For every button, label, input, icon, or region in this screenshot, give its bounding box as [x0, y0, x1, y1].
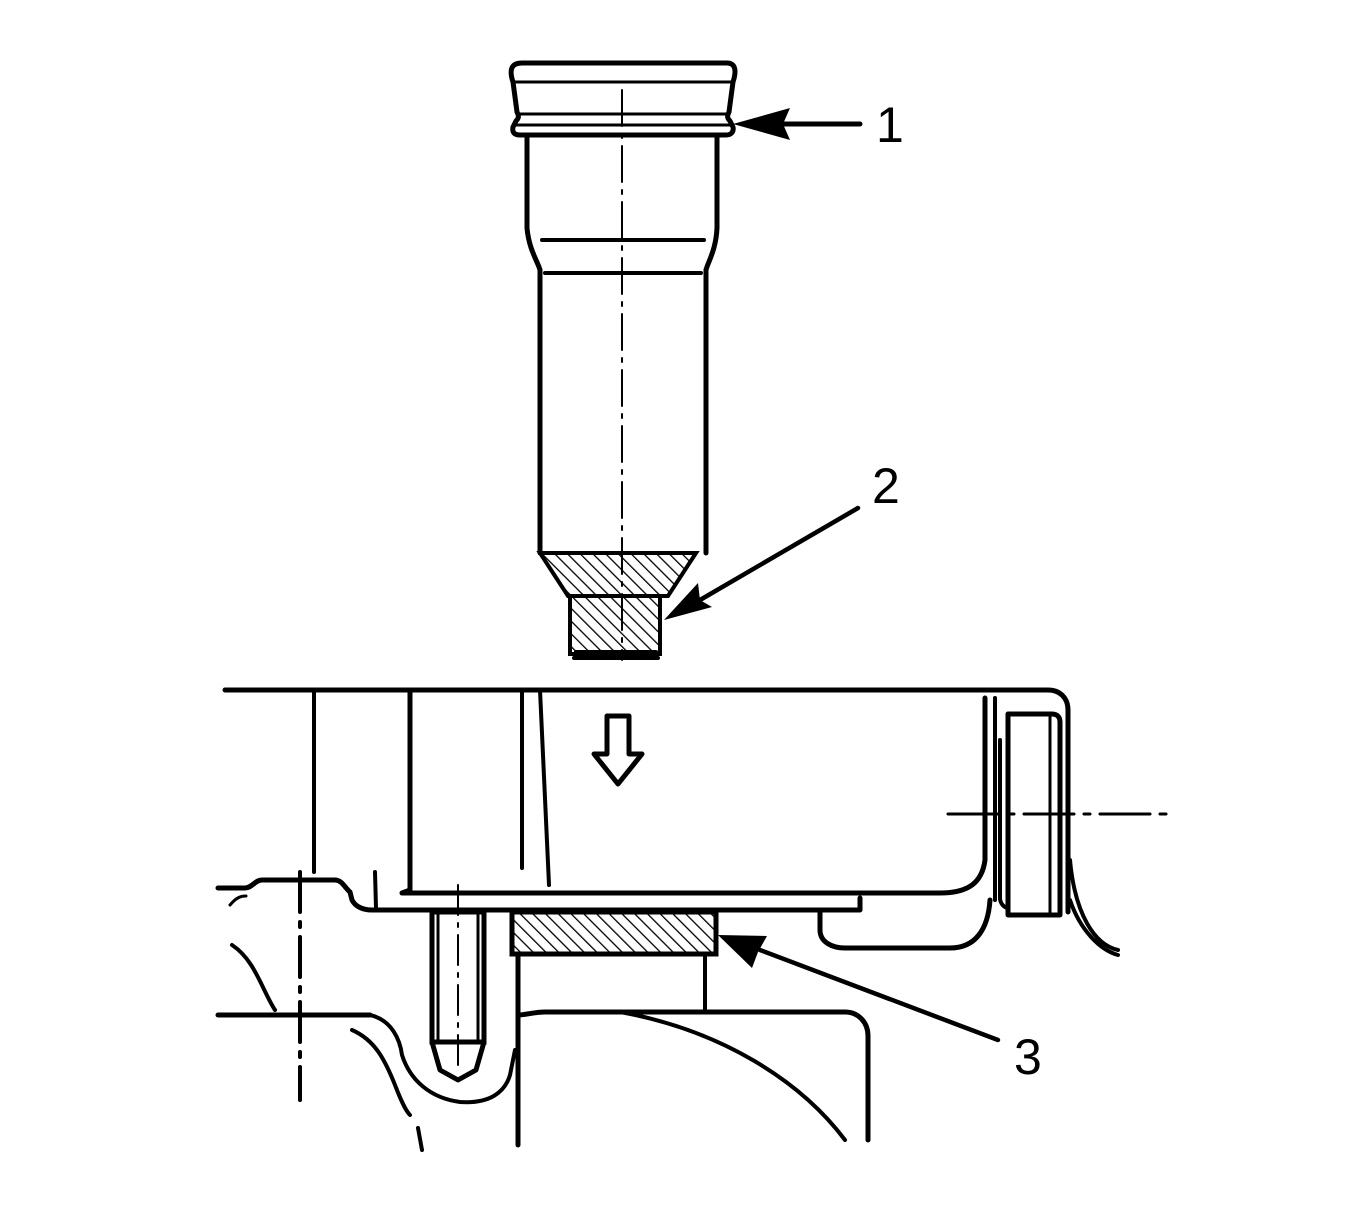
tool-tip — [536, 551, 700, 660]
leader-line-2 — [664, 505, 861, 620]
callout-1: 1 — [876, 97, 904, 153]
callout-2: 2 — [872, 458, 900, 514]
callout-3: 3 — [1014, 1029, 1042, 1085]
down-arrow-icon — [591, 713, 645, 787]
leader-line-3 — [718, 935, 1001, 1043]
leader-line-1 — [733, 108, 863, 140]
cylinder-head — [215, 687, 1170, 1152]
installer-tool — [508, 60, 738, 556]
sleeve-seat — [509, 909, 719, 957]
